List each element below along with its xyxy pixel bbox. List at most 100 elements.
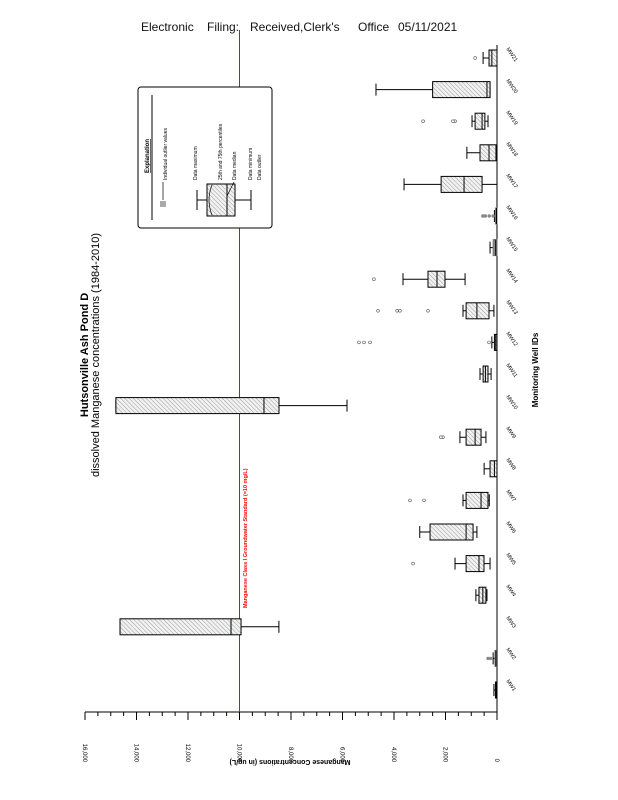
box	[115, 397, 280, 415]
legend-item-label: 25th and 75th percentiles	[218, 123, 224, 180]
well-id-label: MW20	[504, 78, 518, 94]
box-plot-MW14	[372, 270, 498, 288]
box-plot-MW7	[408, 491, 498, 509]
box	[440, 175, 483, 193]
box-plot-MW12	[357, 333, 498, 351]
outlier-point	[491, 214, 495, 218]
outlier-point	[487, 214, 491, 218]
outlier-point	[395, 309, 399, 313]
well-id-label: MW12	[504, 331, 518, 347]
box	[489, 460, 498, 478]
outlier-point	[376, 309, 380, 313]
box-plot-MW18	[466, 144, 498, 162]
well-id-label: MW18	[504, 142, 518, 158]
outlier-point	[408, 498, 412, 503]
box-plot-MW21	[473, 49, 498, 67]
legend-item-label: Data outlier	[257, 154, 263, 180]
box-plot-MW6	[419, 523, 498, 541]
value-tick-label: 2,000	[442, 747, 448, 763]
outlier-point	[481, 214, 485, 218]
well-id-label: MW9	[504, 426, 516, 440]
legend-box-glyph	[206, 183, 236, 217]
value-tick-label: 14,000	[133, 744, 139, 763]
outlier-point	[451, 119, 455, 123]
well-id-label: MW1	[504, 679, 516, 693]
box	[432, 81, 491, 99]
outlier-pattern-icon	[160, 201, 166, 207]
outlier-point	[357, 340, 361, 345]
value-tick-label: 10,000	[236, 744, 242, 763]
well-id-label: MW17	[504, 173, 518, 189]
box	[465, 491, 489, 509]
value-tick-label: 12,000	[184, 744, 190, 763]
plot-area: 02,0004,0006,0008,00010,00012,00014,0001…	[81, 30, 499, 763]
box-plot-MW13	[376, 302, 498, 320]
outlier-point	[411, 561, 415, 566]
outlier-point	[487, 340, 491, 345]
chart-subtitle: dissolved Manganese concentrations (1984…	[90, 233, 102, 477]
well-id-label: MW13	[504, 300, 518, 316]
well-id-label: MW4	[504, 584, 516, 598]
well-id-label: MW11	[504, 363, 518, 379]
legend-box	[137, 86, 273, 229]
legend-brace	[208, 184, 213, 216]
box	[429, 523, 474, 541]
outlier-point	[473, 56, 477, 60]
well-id-label: MW7	[504, 489, 516, 503]
outlier-point	[362, 340, 366, 345]
legend-item-label: Data minimum	[248, 148, 254, 180]
box	[488, 49, 498, 67]
standard-line-label: Manganese Class I Groundwater Standard (…	[243, 468, 249, 608]
outlier-point	[368, 340, 372, 345]
well-id-label: MW19	[504, 110, 518, 126]
header-word: Filing:	[207, 20, 240, 34]
box-plot-MW1	[493, 681, 498, 699]
well-id-label: MW15	[504, 236, 518, 252]
box	[492, 239, 498, 257]
outlier-point	[372, 277, 376, 281]
box-plot-MW11	[479, 365, 498, 383]
header-word: Office	[358, 20, 390, 34]
box-plot-MW2	[486, 649, 498, 667]
legend-item-label: Data median	[232, 151, 238, 180]
box-plot-MW17	[403, 175, 498, 193]
box	[465, 428, 482, 446]
value-tick-label: 6,000	[339, 747, 345, 763]
well-id-labels: MW1MW2MW3MW4MW5MW6MW7MW8MW9MW10MW11MW12M…	[504, 47, 518, 693]
value-tick-label: 4,000	[390, 747, 396, 763]
outlier-point	[398, 309, 402, 313]
well-id-label: MW2	[504, 647, 516, 661]
legend-item-label: Individual outlier values	[163, 128, 169, 180]
well-id-label: MW3	[504, 616, 516, 630]
well-id-label: MW14	[504, 268, 518, 284]
outlier-point	[426, 309, 430, 313]
legend-title: Explanation	[145, 139, 151, 173]
well-id-label: MW10	[504, 394, 518, 410]
box-plot-MW20	[375, 81, 498, 99]
box	[465, 302, 490, 320]
box-plot-MW4	[475, 586, 498, 604]
box-plot-MW16	[481, 207, 498, 225]
box	[474, 112, 486, 130]
box	[119, 618, 242, 636]
box-plot-MW9	[439, 428, 498, 446]
chart-title: Hutsonville Ash Pond D	[79, 293, 91, 417]
box-plot-MW3	[119, 618, 498, 636]
outlier-point	[486, 656, 490, 661]
box-plot-MW10	[115, 397, 498, 415]
box	[427, 270, 446, 288]
header-word: Received,Clerk's	[250, 20, 340, 34]
box	[465, 555, 485, 573]
value-tick-label: 8,000	[287, 747, 293, 763]
header-word: Electronic	[141, 20, 194, 34]
x-axis-label: Monitoring Well IDs	[531, 332, 540, 407]
header-word: 05/11/2021	[398, 20, 458, 34]
outlier-point	[439, 435, 443, 439]
well-id-label: MW21	[504, 47, 518, 63]
box-plot-MW19	[421, 112, 498, 130]
legend-item-label: Data maximum	[193, 146, 199, 180]
outlier-point	[421, 119, 425, 123]
well-id-label: MW16	[504, 205, 518, 221]
